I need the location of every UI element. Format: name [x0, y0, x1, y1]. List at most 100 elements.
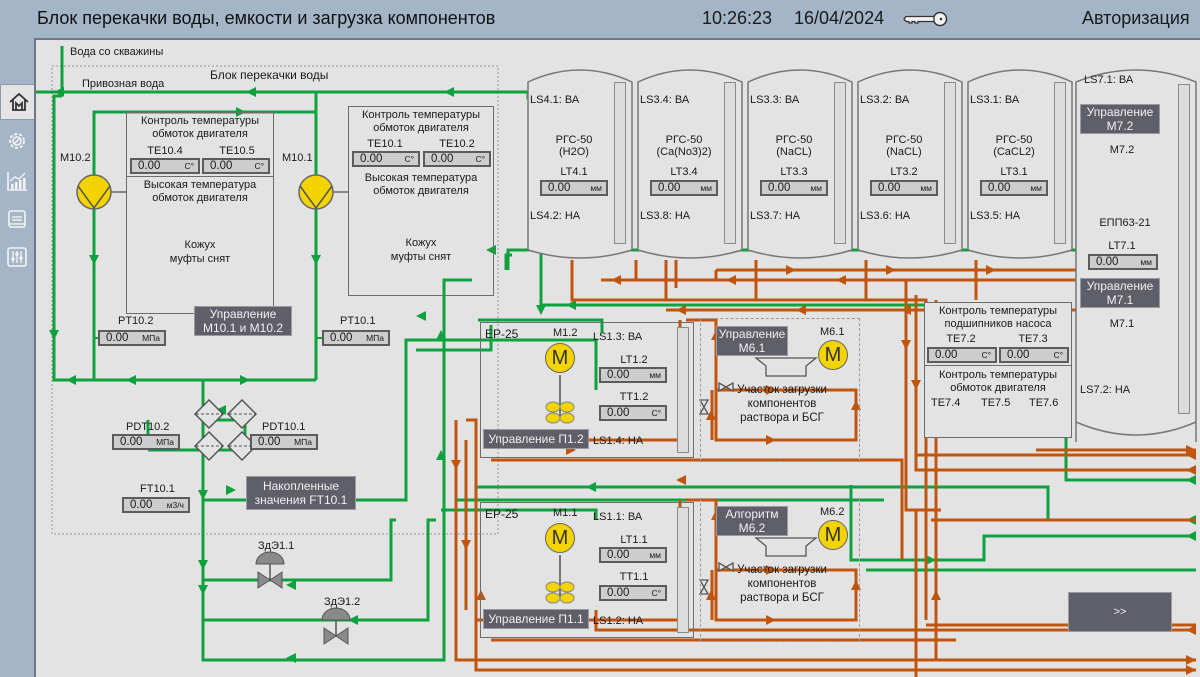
sensor-tag: TE7.2: [946, 333, 976, 345]
stirrer-icons: [545, 375, 575, 604]
alarm-text: обмоток двигателя: [152, 192, 248, 204]
level-tag: LT3.1: [1000, 166, 1028, 178]
clock-time: 10:26:23: [702, 8, 773, 28]
panel-title: обмоток двигателя: [950, 382, 1046, 394]
next-page-button[interactable]: >>: [1068, 592, 1172, 632]
ls7-1-status: LS7.1: ВА: [1084, 74, 1134, 86]
tank-content: (NaCL): [886, 146, 922, 158]
level-tag: LT1.1: [620, 534, 648, 546]
low-level-status: LS1.4: НА: [593, 435, 644, 447]
level-bar: [1178, 84, 1190, 414]
tank-model: РГС-50: [555, 134, 593, 146]
reactor-control-button[interactable]: Управление П1.1: [483, 609, 589, 629]
panel-title: Контроль температуры: [361, 109, 481, 121]
pump-block-frame: [51, 65, 499, 535]
high-level-status: LS3.4: ВА: [640, 94, 690, 106]
level-tag: LT1.2: [620, 354, 648, 366]
pump7-temp-panel: Контроль температуры подшипников насоса …: [924, 302, 1072, 438]
temp-tag: TT1.1: [619, 571, 649, 583]
sidebar-item-home[interactable]: [0, 84, 37, 120]
pump-m7-2-label: M7.2: [1109, 144, 1135, 156]
tank-model: РГС-50: [885, 134, 923, 146]
tank-content: (CaCL2): [993, 146, 1035, 158]
level-bar: [677, 507, 689, 633]
cover-status: муфты снят: [169, 253, 231, 265]
solution-flow-arrows: [451, 265, 1196, 675]
low-level-status: LS3.6: НА: [860, 210, 911, 222]
hoppers: [754, 357, 818, 557]
loader-motor-icon[interactable]: M: [818, 520, 848, 550]
well-water-label: Вода со скважины: [70, 46, 164, 58]
tank-shell: [747, 69, 853, 259]
loader-caption: раствора и БСГ: [740, 592, 824, 604]
sidebar-item-archive[interactable]: [0, 202, 34, 236]
sensor-tag: TE7.3: [1018, 333, 1048, 345]
stirrer-motor-icon[interactable]: M: [545, 343, 575, 373]
stirrer-motor-icon[interactable]: M: [545, 523, 575, 553]
low-level-status: LS3.8: НА: [640, 210, 691, 222]
sensor-tag: TE10.5: [219, 145, 255, 157]
tank7-model: ЕПП63-21: [1099, 217, 1151, 229]
panel-title: обмоток двигателя: [152, 128, 248, 140]
lt7-1-tag: LT7.1: [1108, 240, 1136, 252]
loader-caption: Участок загрузки: [737, 384, 827, 396]
loader-motor-label: M6.1: [820, 326, 845, 338]
level-tag: LT3.4: [670, 166, 698, 178]
sensor-tag: TE7.5: [981, 397, 1011, 409]
clock-date: 16/04/2024: [794, 8, 885, 28]
loader-caption: раствора и БСГ: [740, 412, 824, 424]
delivered-water-label: Привозная вода: [82, 78, 165, 90]
level-bar: [944, 82, 956, 244]
sidebar-item-settings[interactable]: [0, 124, 34, 158]
valve-zde-1-2-label: ЗдЭ1.2: [324, 596, 361, 608]
key-icon[interactable]: [903, 11, 949, 27]
panel-title: Контроль температуры: [938, 369, 1058, 381]
panel-title: обмоток двигателя: [373, 122, 469, 134]
reactor-control-button[interactable]: Управление П1.2: [483, 429, 589, 449]
ls7-2-status: LS7.2: НА: [1080, 384, 1131, 396]
level-tag: LT3.2: [890, 166, 918, 178]
high-level-status: LS1.3: ВА: [593, 331, 643, 343]
sensor-tag: TE10.1: [367, 138, 403, 150]
panel-title: подшипников насоса: [944, 318, 1052, 330]
low-level-status: LS1.2: НА: [593, 615, 644, 627]
tank-content: (H2O): [559, 146, 589, 158]
sidebar-item-tuning[interactable]: [0, 240, 34, 274]
level-tag: LT4.1: [560, 166, 588, 178]
pump-m10-2-label: M10.2: [60, 152, 91, 164]
high-level-status: LS1.1: ВА: [593, 511, 643, 523]
sliders-icon: [7, 247, 27, 267]
pump-m10-1-icon: [298, 174, 348, 210]
authorization-button[interactable]: Авторизация: [1082, 8, 1190, 28]
gear-icon: [9, 133, 25, 149]
tank-content: (Ca(No3)2): [656, 146, 712, 158]
pt10-1-tag: PT10.1: [340, 315, 376, 327]
tank-shell: [857, 69, 963, 259]
loader-section: [700, 498, 860, 642]
tank-shell: [967, 69, 1073, 259]
temp-tag: TT1.2: [619, 391, 649, 403]
loader-motor-icon[interactable]: M: [818, 340, 848, 370]
cover-status: муфты снят: [390, 251, 452, 263]
sidebar-item-trends[interactable]: [0, 164, 34, 198]
